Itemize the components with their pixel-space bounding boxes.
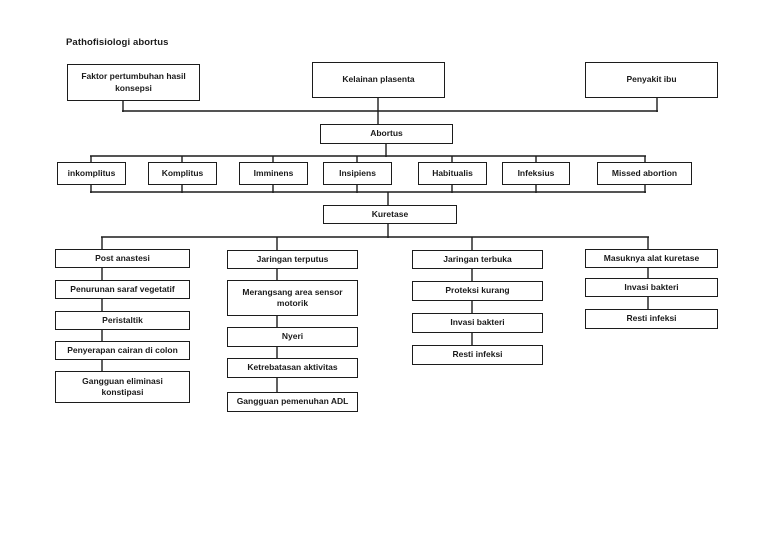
node-type-imminens: Imminens — [239, 162, 308, 185]
node-faktor-pertumbuhan-hasil-konsepsi: Faktor pertumbuhan hasil konsepsi — [67, 64, 200, 101]
node-kuretase: Kuretase — [323, 205, 457, 224]
node-type-missed-abortion: Missed abortion — [597, 162, 692, 185]
node-invasi-bakteri-terbuka: Invasi bakteri — [412, 313, 543, 333]
node-resti-infeksi-terbuka: Resti infeksi — [412, 345, 543, 365]
node-masuknya-alat-kuretase: Masuknya alat kuretase — [585, 249, 718, 268]
node-peristaltik: Peristaltik — [55, 311, 190, 330]
node-gangguan-eliminasi-konstipasi: Gangguan eliminasi konstipasi — [55, 371, 190, 403]
node-ketrebatasan-aktivitas: Ketrebatasan aktivitas — [227, 358, 358, 378]
node-merangsang-area-sensor-motorik: Merangsang area sensor motorik — [227, 280, 358, 316]
node-penurunan-saraf-vegetatif: Penurunan saraf vegetatif — [55, 280, 190, 299]
node-kelainan-plasenta: Kelainan plasenta — [312, 62, 445, 98]
node-post-anastesi: Post anastesi — [55, 249, 190, 268]
node-type-inkomplitus: inkomplitus — [57, 162, 126, 185]
node-jaringan-terbuka: Jaringan terbuka — [412, 250, 543, 269]
node-abortus: Abortus — [320, 124, 453, 144]
node-type-insipiens: Insipiens — [323, 162, 392, 185]
diagram-title: Pathofisiologi abortus — [66, 37, 169, 48]
node-penyerapan-cairan-di-colon: Penyerapan cairan di colon — [55, 341, 190, 360]
node-proteksi-kurang: Proteksi kurang — [412, 281, 543, 301]
node-nyeri: Nyeri — [227, 327, 358, 347]
node-resti-infeksi-kuretase: Resti infeksi — [585, 309, 718, 329]
node-invasi-bakteri-kuretase: Invasi bakteri — [585, 278, 718, 297]
node-type-infeksius: Infeksius — [502, 162, 570, 185]
node-type-habitualis: Habitualis — [418, 162, 487, 185]
node-type-komplitus: Komplitus — [148, 162, 217, 185]
node-jaringan-terputus: Jaringan terputus — [227, 250, 358, 269]
node-gangguan-pemenuhan-adl: Gangguan pemenuhan ADL — [227, 392, 358, 412]
node-penyakit-ibu: Penyakit ibu — [585, 62, 718, 98]
